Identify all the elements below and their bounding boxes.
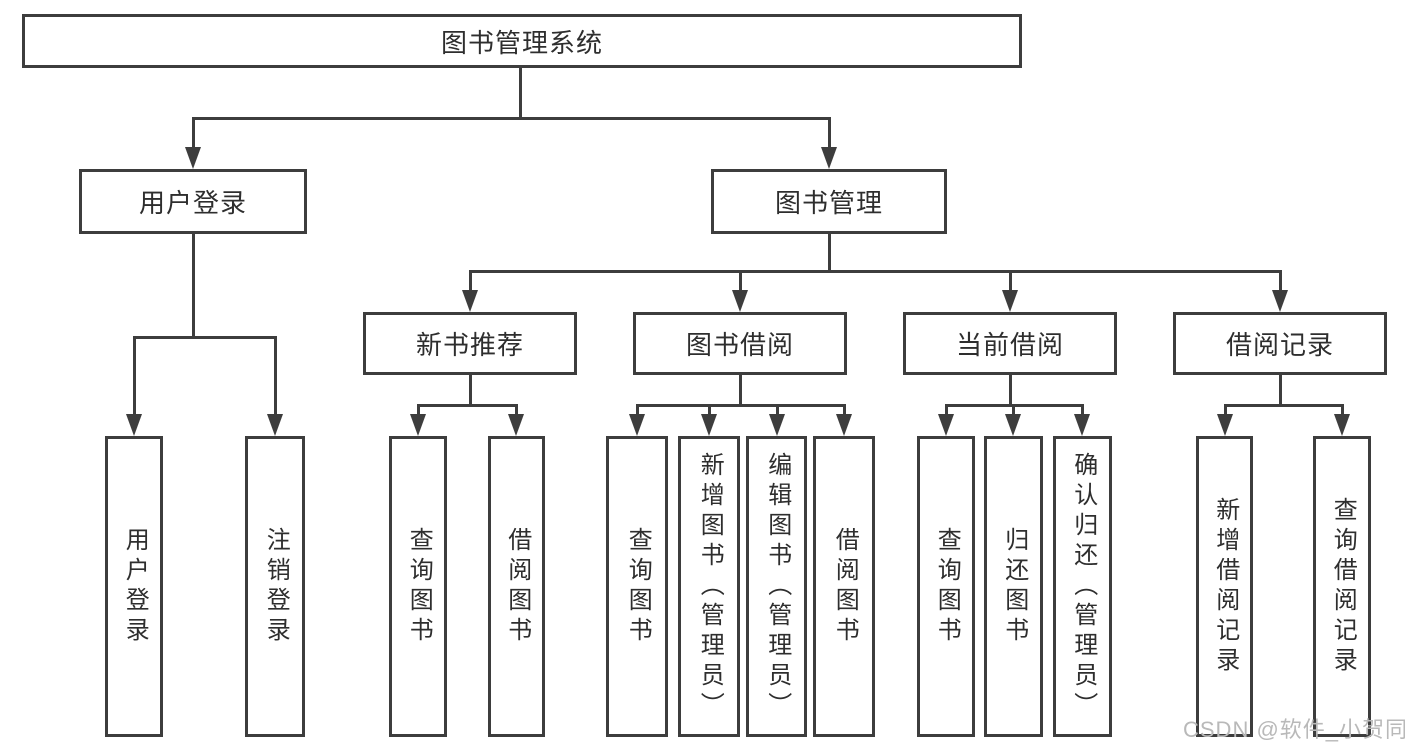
connector-stem [132, 337, 136, 416]
node-borrowing-records: 借阅记录 [1173, 312, 1387, 375]
arrow-down-icon [508, 414, 524, 436]
arrow-down-icon [701, 414, 717, 436]
csdn-watermark: CSDN @软件_小贺同学 [1183, 717, 1405, 742]
connector-horizontal-line [191, 116, 831, 120]
arrow-down-icon [769, 414, 785, 436]
leaf-query-books-current: 查询图书 [917, 436, 975, 737]
connector-vertical-line [1008, 375, 1012, 405]
connector-stem [191, 118, 195, 149]
node-user-login: 用户登录 [79, 169, 307, 234]
arrow-down-icon [938, 414, 954, 436]
arrow-down-icon [126, 414, 142, 436]
leaf-user-login: 用户登录 [105, 436, 163, 737]
arrow-down-icon [1334, 414, 1350, 436]
node-book-management: 图书管理 [711, 169, 947, 234]
arrow-down-icon [1005, 414, 1021, 436]
connector-vertical-line [738, 375, 742, 405]
connector-vertical-line [468, 375, 472, 405]
arrow-down-icon [410, 414, 426, 436]
connector-stem [775, 405, 779, 416]
connector-vertical-line [518, 68, 522, 118]
leaf-logout: 注销登录 [245, 436, 305, 737]
leaf-query-borrow-record: 查询借阅记录 [1313, 436, 1371, 737]
connector-horizontal-line [416, 403, 518, 407]
node-current-borrowing: 当前借阅 [903, 312, 1117, 375]
connector-stem [1278, 271, 1282, 292]
arrow-down-icon [821, 147, 837, 169]
connector-stem [707, 405, 711, 416]
connector-stem [1011, 405, 1015, 416]
arrow-down-icon [267, 414, 283, 436]
leaf-confirm-return-admin: 确认归还（管理员） [1053, 436, 1112, 737]
leaf-query-books-recommend: 查询图书 [389, 436, 447, 737]
arrow-down-icon [1272, 290, 1288, 312]
leaf-borrow-books: 借阅图书 [813, 436, 875, 737]
connector-stem [468, 271, 472, 292]
arrow-down-icon [629, 414, 645, 436]
leaf-return-book: 归还图书 [984, 436, 1043, 737]
arrow-down-icon [185, 147, 201, 169]
arrow-down-icon [1074, 414, 1090, 436]
connector-stem [1008, 271, 1012, 292]
leaf-borrow-books-recommend: 借阅图书 [488, 436, 545, 737]
connector-stem [842, 405, 846, 416]
connector-horizontal-line [468, 269, 1282, 273]
arrow-down-icon [1002, 290, 1018, 312]
arrow-down-icon [462, 290, 478, 312]
connector-stem [1080, 405, 1084, 416]
connector-vertical-line [1278, 375, 1282, 405]
leaf-add-book-admin: 新增图书（管理员） [678, 436, 740, 737]
connector-horizontal-line [635, 403, 846, 407]
connector-horizontal-line [132, 335, 277, 339]
connector-stem [944, 405, 948, 416]
connector-stem [1223, 405, 1227, 416]
arrow-down-icon [836, 414, 852, 436]
connector-vertical-line [827, 234, 831, 271]
node-library-management-system: 图书管理系统 [22, 14, 1022, 68]
leaf-edit-book-admin: 编辑图书（管理员） [746, 436, 807, 737]
connector-stem [738, 271, 742, 292]
leaf-add-borrow-record: 新增借阅记录 [1196, 436, 1253, 737]
connector-stem [1340, 405, 1344, 416]
connector-horizontal-line [1223, 403, 1344, 407]
arrow-down-icon [1217, 414, 1233, 436]
arrow-down-icon [732, 290, 748, 312]
connector-stem [514, 405, 518, 416]
connector-stem [635, 405, 639, 416]
connector-stem [273, 337, 277, 416]
connector-stem [416, 405, 420, 416]
connector-stem [827, 118, 831, 149]
leaf-query-books-borrow: 查询图书 [606, 436, 668, 737]
connector-vertical-line [191, 234, 195, 337]
node-book-borrowing: 图书借阅 [633, 312, 847, 375]
node-new-book-recommendation: 新书推荐 [363, 312, 577, 375]
